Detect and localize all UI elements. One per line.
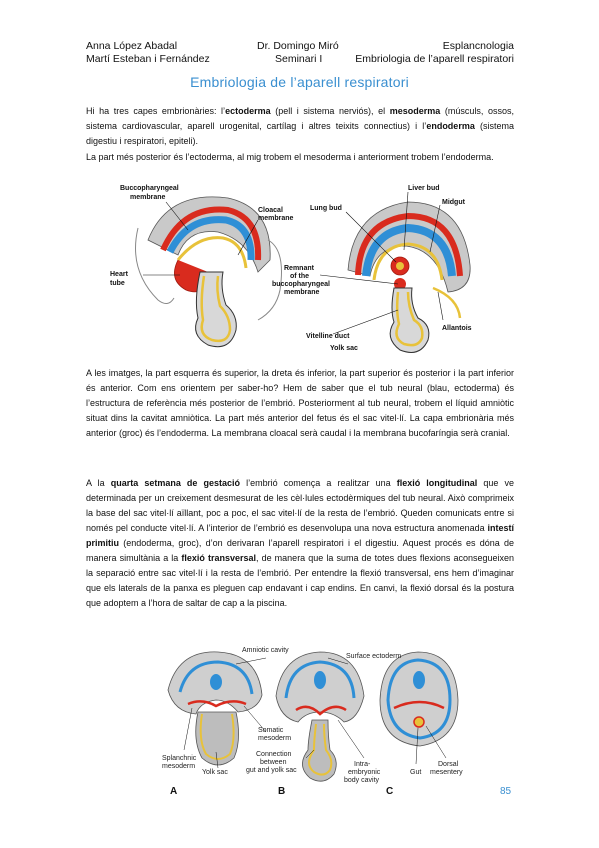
label-dorsal: Dorsal <box>438 761 459 768</box>
label-remnant-1: Remnant <box>284 265 315 272</box>
paragraph-germ-layers: Hi ha tres capes embrionàries: l’ectoder… <box>86 106 514 146</box>
label-stage-a: A <box>170 786 177 797</box>
label-somatic: Somatic <box>258 727 284 734</box>
label-amniotic-cavity: Amniotic cavity <box>242 647 289 654</box>
label-gut: Gut <box>410 769 421 776</box>
label-buccopharyngeal-2: membrane <box>130 194 166 201</box>
label-intra-2: embryonic <box>348 769 381 776</box>
label-connection-3: gut and yolk sac <box>246 767 297 774</box>
label-surface-ectoderm: Surface ectoderm <box>346 653 401 660</box>
label-remnant-2: of the <box>290 273 309 280</box>
label-heart-2: tube <box>110 280 125 287</box>
label-splanchnic: Splanchnic <box>162 755 197 762</box>
label-cloacal: Cloacal <box>258 207 283 214</box>
paragraph-layer-order: La part més posterior és l’ectoderma, al… <box>86 152 494 162</box>
label-stage-b: B <box>278 786 285 797</box>
label-connection-1: Connection <box>256 751 292 758</box>
paragraph-orientation: A les imatges, la part esquerra és super… <box>86 368 514 438</box>
label-intra-1: Intra- <box>354 761 371 768</box>
folding-stage-b <box>275 651 365 782</box>
left-embryo-illustration <box>135 196 282 348</box>
label-stage-c: C <box>386 786 393 797</box>
header-author-2: Martí Esteban i Fernández <box>86 53 210 65</box>
label-somatic-2: mesoderm <box>258 735 291 742</box>
label-intra-3: body cavity <box>344 777 380 784</box>
label-dorsal-2: mesentery <box>430 769 463 776</box>
label-connection-2: between <box>260 759 287 766</box>
label-yolk-sac-2: Yolk sac <box>202 769 228 776</box>
header-professor: Dr. Domingo Miró <box>257 40 339 52</box>
embryo-sagittal-figure: Buccopharyngeal membrane Cloacal membran… <box>110 185 472 353</box>
label-lung-bud: Lung bud <box>310 205 342 212</box>
right-embryo-illustration <box>347 201 471 353</box>
embryo-folding-figure: Amniotic cavity Surface ectoderm Somatic… <box>162 647 463 797</box>
paragraph-flexion: A la quarta setmana de gestació l’embrió… <box>86 478 515 608</box>
label-heart: Heart <box>110 271 129 278</box>
header-subject: Esplancnologia <box>442 40 514 52</box>
header-seminar: Seminari I <box>275 53 323 65</box>
label-liver-bud: Liver bud <box>408 185 440 192</box>
folding-stage-c <box>379 651 459 747</box>
label-remnant-4: membrane <box>284 289 320 296</box>
page-number: 85 <box>500 786 512 797</box>
label-midgut: Midgut <box>442 199 466 206</box>
header-subtitle: Embriologia de l’aparell respiratori <box>355 53 514 65</box>
page-title: Embriologia de l’aparell respiratori <box>190 74 409 90</box>
label-yolk-sac: Yolk sac <box>330 345 358 352</box>
folding-stage-a <box>167 651 263 766</box>
label-remnant-3: buccopharyngeal <box>272 281 330 288</box>
label-cloacal-2: membrane <box>258 215 294 222</box>
label-allantois: Allantois <box>442 325 472 332</box>
label-vitelline-duct: Vitelline duct <box>306 333 350 340</box>
label-buccopharyngeal: Buccopharyngeal <box>120 185 179 192</box>
header-author-1: Anna López Abadal <box>86 40 178 52</box>
label-splanchnic-2: mesoderm <box>162 763 195 770</box>
